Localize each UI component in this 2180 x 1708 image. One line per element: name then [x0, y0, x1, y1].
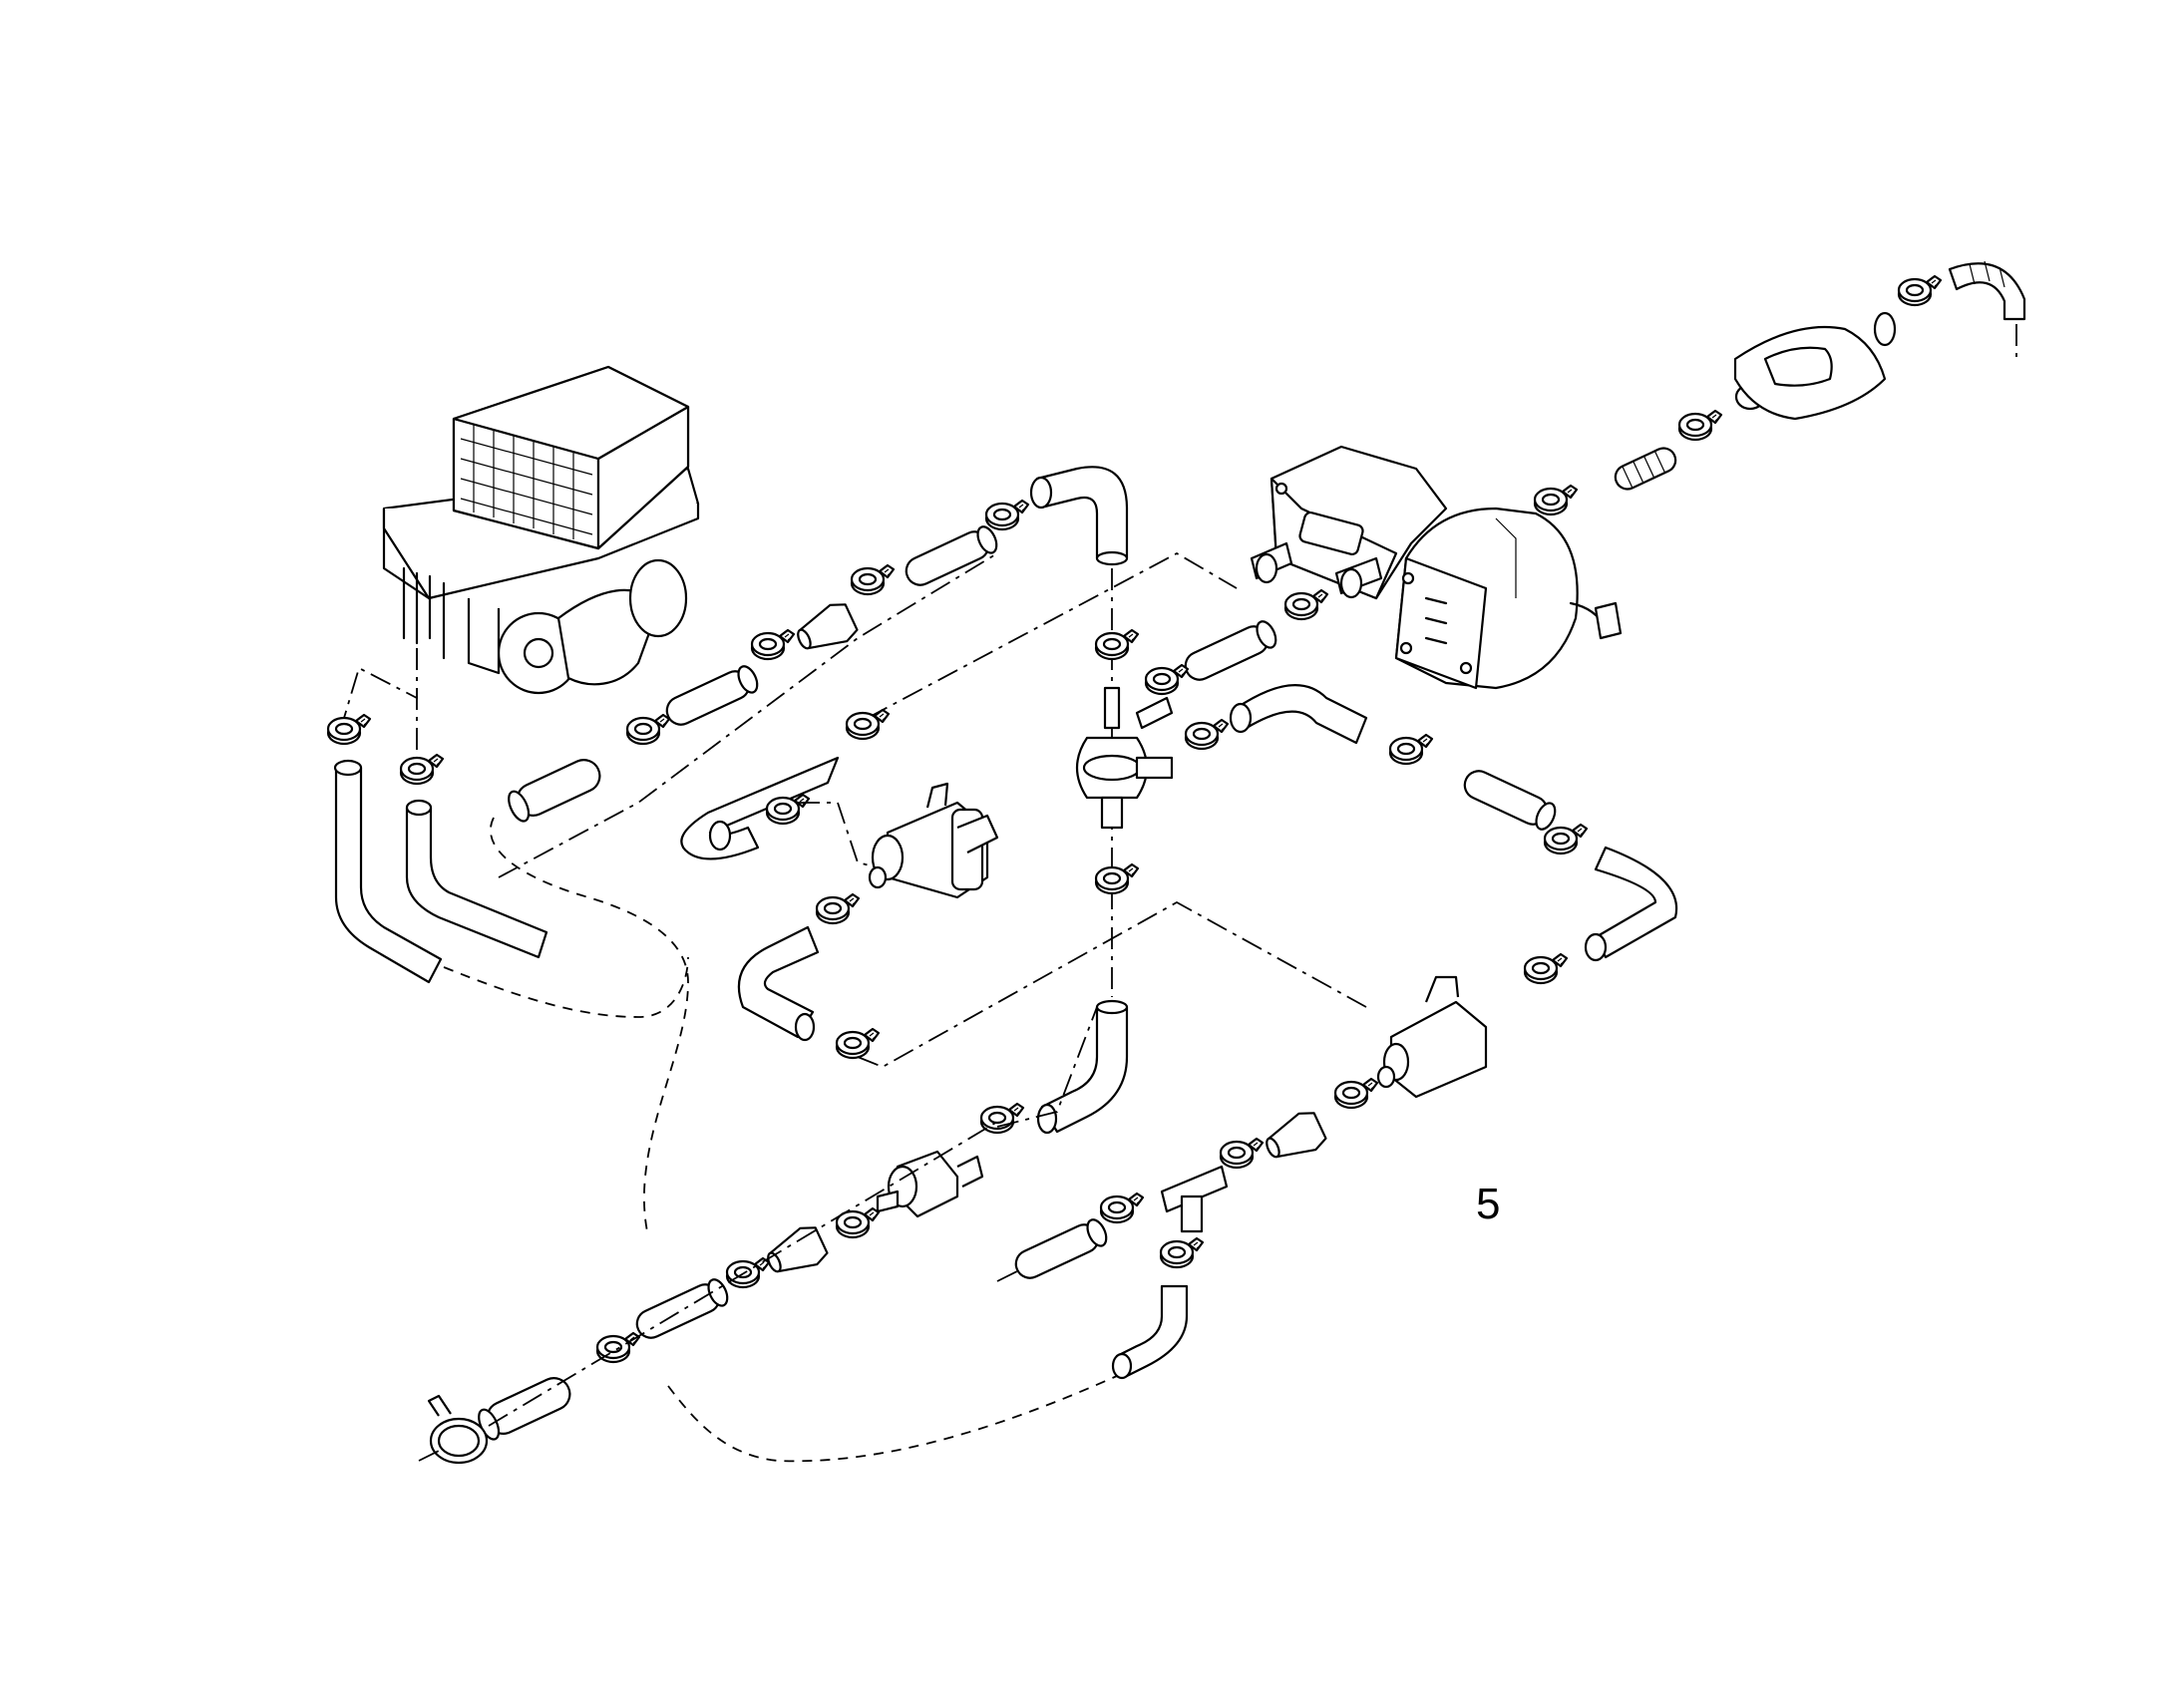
connector-tube	[1010, 1215, 1112, 1284]
elbow-hose-top	[1029, 466, 1129, 566]
hose-clamp	[1677, 409, 1723, 442]
hose-clamp	[1533, 484, 1579, 516]
hose-clamp	[850, 563, 896, 596]
reducer	[760, 1220, 832, 1284]
hose-clamp	[1094, 862, 1140, 895]
heater-unit	[1270, 445, 1623, 690]
u-hose	[680, 756, 840, 860]
hose-clamp	[835, 1027, 881, 1060]
reducer	[790, 597, 862, 661]
hose-clamp	[1144, 663, 1190, 696]
fuel-pump	[1376, 975, 1488, 1099]
hose-clamp	[1184, 718, 1230, 751]
exhaust-flex-bend	[1948, 260, 2026, 321]
hose-clamp	[979, 1102, 1025, 1135]
hose-clamp	[326, 713, 372, 746]
connector-tube	[1180, 617, 1281, 686]
connector-tube	[661, 662, 763, 731]
hose-clamp	[1388, 733, 1434, 766]
hose-left-a	[333, 759, 443, 984]
spring-clip	[427, 1394, 489, 1465]
hose-segment	[508, 759, 601, 823]
bent-hose-bottom	[1111, 1284, 1189, 1380]
hose-clamp	[1159, 1236, 1205, 1269]
flex-pipe	[1614, 447, 1677, 491]
reference-number: 5	[1476, 1180, 1501, 1228]
hose-clamp	[750, 628, 796, 661]
hose-clamp	[1099, 1192, 1145, 1224]
connector-tube	[631, 1275, 733, 1344]
hose-clamp	[625, 713, 671, 746]
hose-clamp	[1219, 1137, 1265, 1170]
heater-connector	[1250, 541, 1293, 584]
hose-clamp	[399, 753, 445, 786]
hose-clamp	[1897, 274, 1943, 307]
reducer	[1259, 1106, 1330, 1170]
s-hose-right	[1584, 846, 1678, 962]
hose-clamp	[1094, 628, 1140, 661]
exhaust-silencer	[1733, 311, 1897, 421]
dosing-pump	[868, 782, 999, 899]
hose-left-b	[405, 799, 548, 959]
hose-clamp	[725, 1256, 771, 1289]
fuel-filter	[876, 1150, 984, 1218]
curved-hose-right	[1229, 684, 1368, 745]
hose-clamp	[845, 708, 891, 741]
hose-clamp	[1543, 823, 1589, 855]
s-hose-left	[737, 925, 820, 1042]
hose-clamp	[1333, 1077, 1379, 1110]
connector-tube	[1459, 765, 1561, 834]
hose-clamp	[815, 892, 861, 925]
connector-tube	[901, 522, 1002, 591]
control-unit	[382, 365, 700, 695]
hose-clamp	[765, 793, 811, 826]
hose-clamp	[1523, 952, 1569, 985]
heater-connector	[1334, 556, 1383, 599]
hose-clamp	[984, 499, 1030, 531]
hose-clamp	[835, 1206, 881, 1239]
hose-clamp	[1283, 588, 1329, 621]
t-piece	[1160, 1165, 1229, 1233]
check-valve	[1076, 686, 1174, 830]
